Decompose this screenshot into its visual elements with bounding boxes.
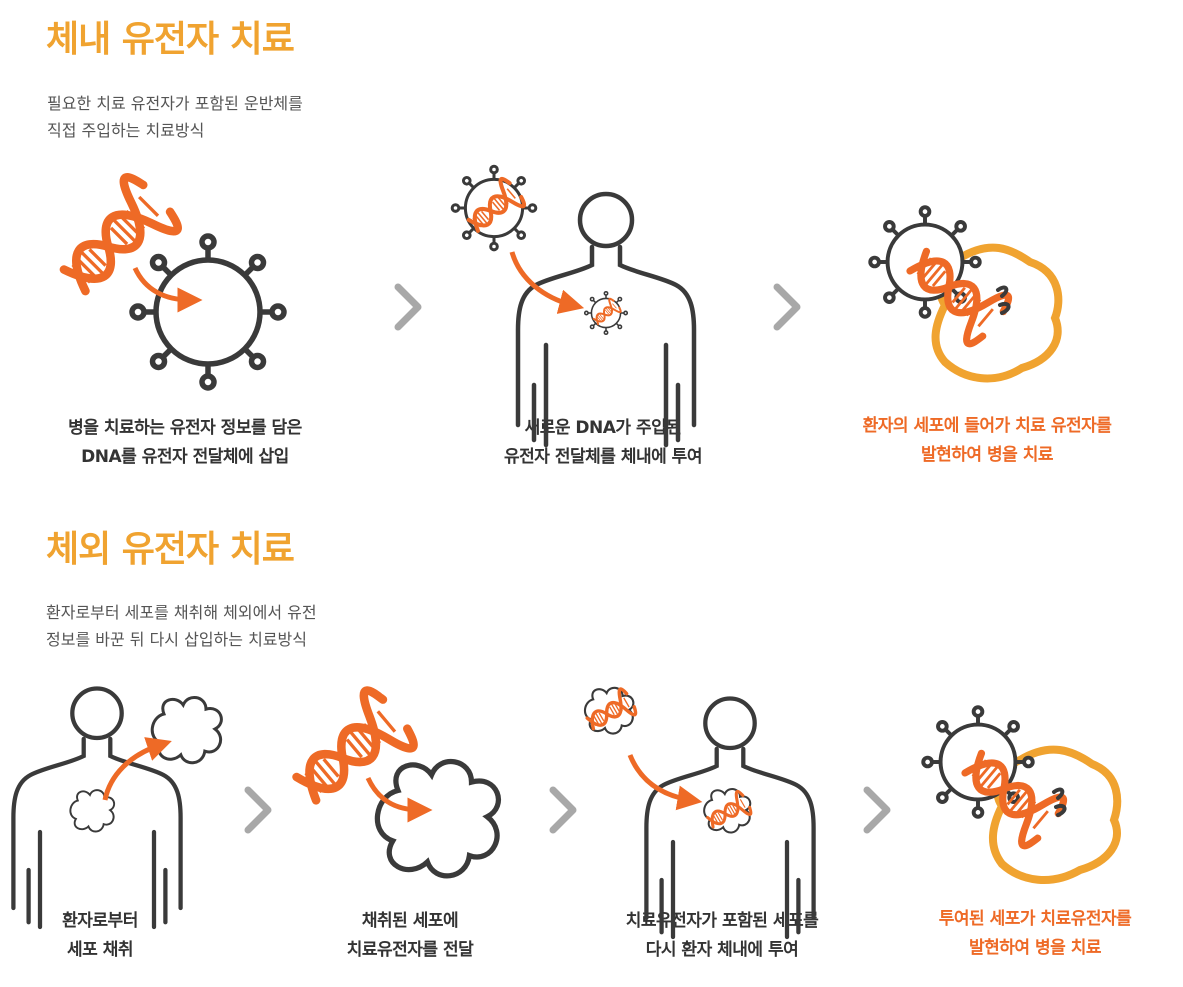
- ex-vivo-step4-illustration: [921, 705, 1122, 884]
- arrow-icon: [509, 251, 585, 314]
- caption-line: 새로운 DNA가 주입된: [524, 418, 682, 438]
- arrow-icon: [627, 754, 703, 811]
- caption-line: 유전자 전달체를 체내에 투여: [504, 447, 702, 467]
- ex-vivo-step2-illustration: [283, 686, 499, 876]
- chevron-right-icon: [248, 790, 268, 830]
- in-vivo-step1-caption: 병을 치료하는 유전자 정보를 담은 DNA를 유전자 전달체에 삽입: [30, 414, 340, 472]
- ex-vivo-step1-caption: 환자로부터 세포 채취: [20, 907, 180, 965]
- arrow-icon: [365, 776, 433, 823]
- ex-vivo-step2-caption: 채취된 세포에 치료유전자를 전달: [310, 907, 510, 965]
- caption-line: 발현하여 병을 치료: [921, 445, 1053, 465]
- signal-icon: [996, 285, 1011, 315]
- in-vivo-description-line2: 직접 주입하는 치료방식: [47, 121, 205, 140]
- caption-line: 다시 환자 체내에 투여: [645, 940, 799, 960]
- caption-line: 치료유전자를 전달: [346, 940, 474, 960]
- ex-vivo-title: 체외 유전자 치료: [46, 529, 295, 570]
- ex-vivo-step4-caption: 투여된 세포가 치료유전자를 발현하여 병을 치료: [910, 905, 1160, 963]
- chevron-right-icon: [398, 287, 418, 327]
- arrow-icon: [102, 737, 172, 801]
- caption-line: DNA를 유전자 전달체에 삽입: [81, 447, 289, 467]
- signal-icon: [1052, 787, 1067, 817]
- ex-vivo-description-line1: 환자로부터 세포를 채취해 체외에서 유전: [46, 603, 317, 622]
- in-vivo-description: 필요한 치료 유전자가 포함된 운반체를 직접 주입하는 치료방식: [47, 90, 303, 144]
- arrow-icon: [132, 266, 203, 313]
- caption-line: 환자의 세포에 들어가 치료 유전자를: [862, 416, 1112, 436]
- ex-vivo-step1-illustration: [13, 689, 223, 927]
- in-vivo-description-line1: 필요한 치료 유전자가 포함된 운반체를: [47, 94, 303, 113]
- ex-vivo-step3-illustration: [581, 685, 814, 937]
- caption-line: 발현하여 병을 치료: [969, 938, 1101, 958]
- in-vivo-step3-caption: 환자의 세포에 들어가 치료 유전자를 발현하여 병을 치료: [822, 412, 1152, 470]
- in-vivo-title: 체내 유전자 치료: [46, 19, 295, 60]
- cell-icon: [377, 762, 498, 876]
- caption-line: 채취된 세포에: [361, 911, 459, 931]
- ex-vivo-description: 환자로부터 세포를 채취해 체외에서 유전 정보를 바꾼 뒤 다시 삽입하는 치…: [46, 599, 317, 653]
- caption-line: 세포 채취: [67, 940, 133, 960]
- virus-icon: [583, 290, 629, 336]
- cell-icon: [150, 695, 223, 765]
- in-vivo-step2-illustration: [450, 164, 694, 445]
- caption-line: 환자로부터: [62, 911, 138, 931]
- virus-icon: [132, 236, 284, 388]
- in-vivo-step2-caption: 새로운 DNA가 주입된 유전자 전달체를 체내에 투여: [448, 414, 758, 472]
- caption-line: 투여된 세포가 치료유전자를: [938, 909, 1132, 929]
- chevron-right-icon: [867, 790, 887, 830]
- chevron-right-icon: [553, 790, 573, 830]
- ex-vivo-description-line2: 정보를 바꾼 뒤 다시 삽입하는 치료방식: [46, 630, 307, 649]
- in-vivo-step1-illustration: [49, 172, 284, 388]
- in-vivo-step3-illustration: [868, 205, 1063, 383]
- caption-line: 병을 치료하는 유전자 정보를 담은: [68, 418, 302, 438]
- chevron-right-icon: [777, 287, 797, 327]
